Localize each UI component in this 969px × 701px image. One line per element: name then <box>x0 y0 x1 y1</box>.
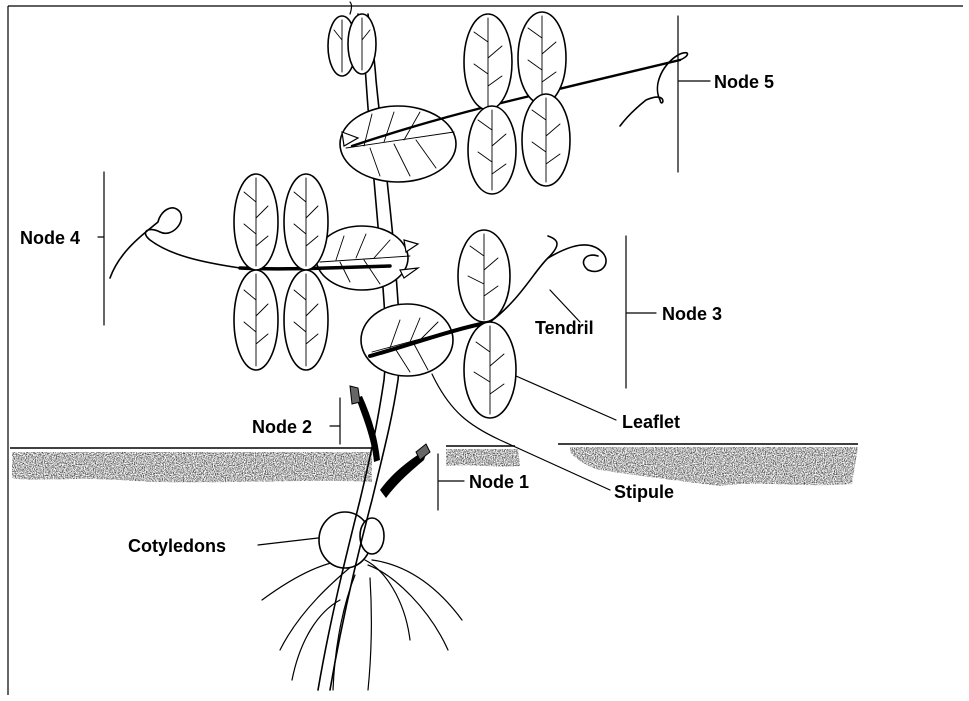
leaflet-label: Leaflet <box>622 412 680 432</box>
node-4-stipule <box>316 226 408 290</box>
node-5-leaflet-3 <box>468 106 516 194</box>
node-5-tendril <box>620 53 688 126</box>
cotyledons <box>319 512 384 568</box>
root-5 <box>368 565 448 650</box>
cotyledons-label: Cotyledons <box>128 536 226 556</box>
node-3-stipule <box>361 304 453 376</box>
node-3-stipules <box>361 304 453 376</box>
node-4-stipules <box>316 226 418 290</box>
node-1-label: Node 1 <box>469 472 529 492</box>
stem-tip <box>350 2 352 14</box>
tendril-label: Tendril <box>535 318 594 338</box>
node-4-leaflet-3 <box>234 270 278 370</box>
node-4-leaflet-4 <box>284 270 328 370</box>
root-7 <box>372 560 462 620</box>
cotyledons-leader <box>258 538 318 545</box>
soil-texture <box>12 447 858 486</box>
roots <box>262 560 462 690</box>
node-4-leaflet-2 <box>284 174 328 270</box>
node-3-leaflet-lower <box>464 322 516 418</box>
node-3-label: Node 3 <box>662 304 722 324</box>
root-6 <box>368 578 371 690</box>
node-3-tendril-curl <box>548 245 606 272</box>
node-5-leaflet-1 <box>464 14 512 110</box>
node-5-leaflet-4 <box>522 94 570 186</box>
node-4-tendril <box>110 208 240 278</box>
root-3 <box>333 575 355 690</box>
node-4-leaflet-1 <box>234 174 278 270</box>
root-2 <box>280 565 353 650</box>
node-4-label: Node 4 <box>20 228 80 248</box>
stipule-label: Stipule <box>614 482 674 502</box>
soil-layer <box>10 444 858 486</box>
node-1-scale-leaf <box>380 444 430 498</box>
apical-bud <box>328 14 376 76</box>
node-2-label: Node 2 <box>252 417 312 437</box>
node-5-leaflet-2 <box>518 12 566 104</box>
node-5-label: Node 5 <box>714 72 774 92</box>
node-3-leaflet-upper <box>458 230 510 322</box>
node-2-scale-leaf <box>350 386 380 462</box>
cotyledon-right <box>360 518 384 554</box>
leaflet-leader <box>516 376 616 420</box>
